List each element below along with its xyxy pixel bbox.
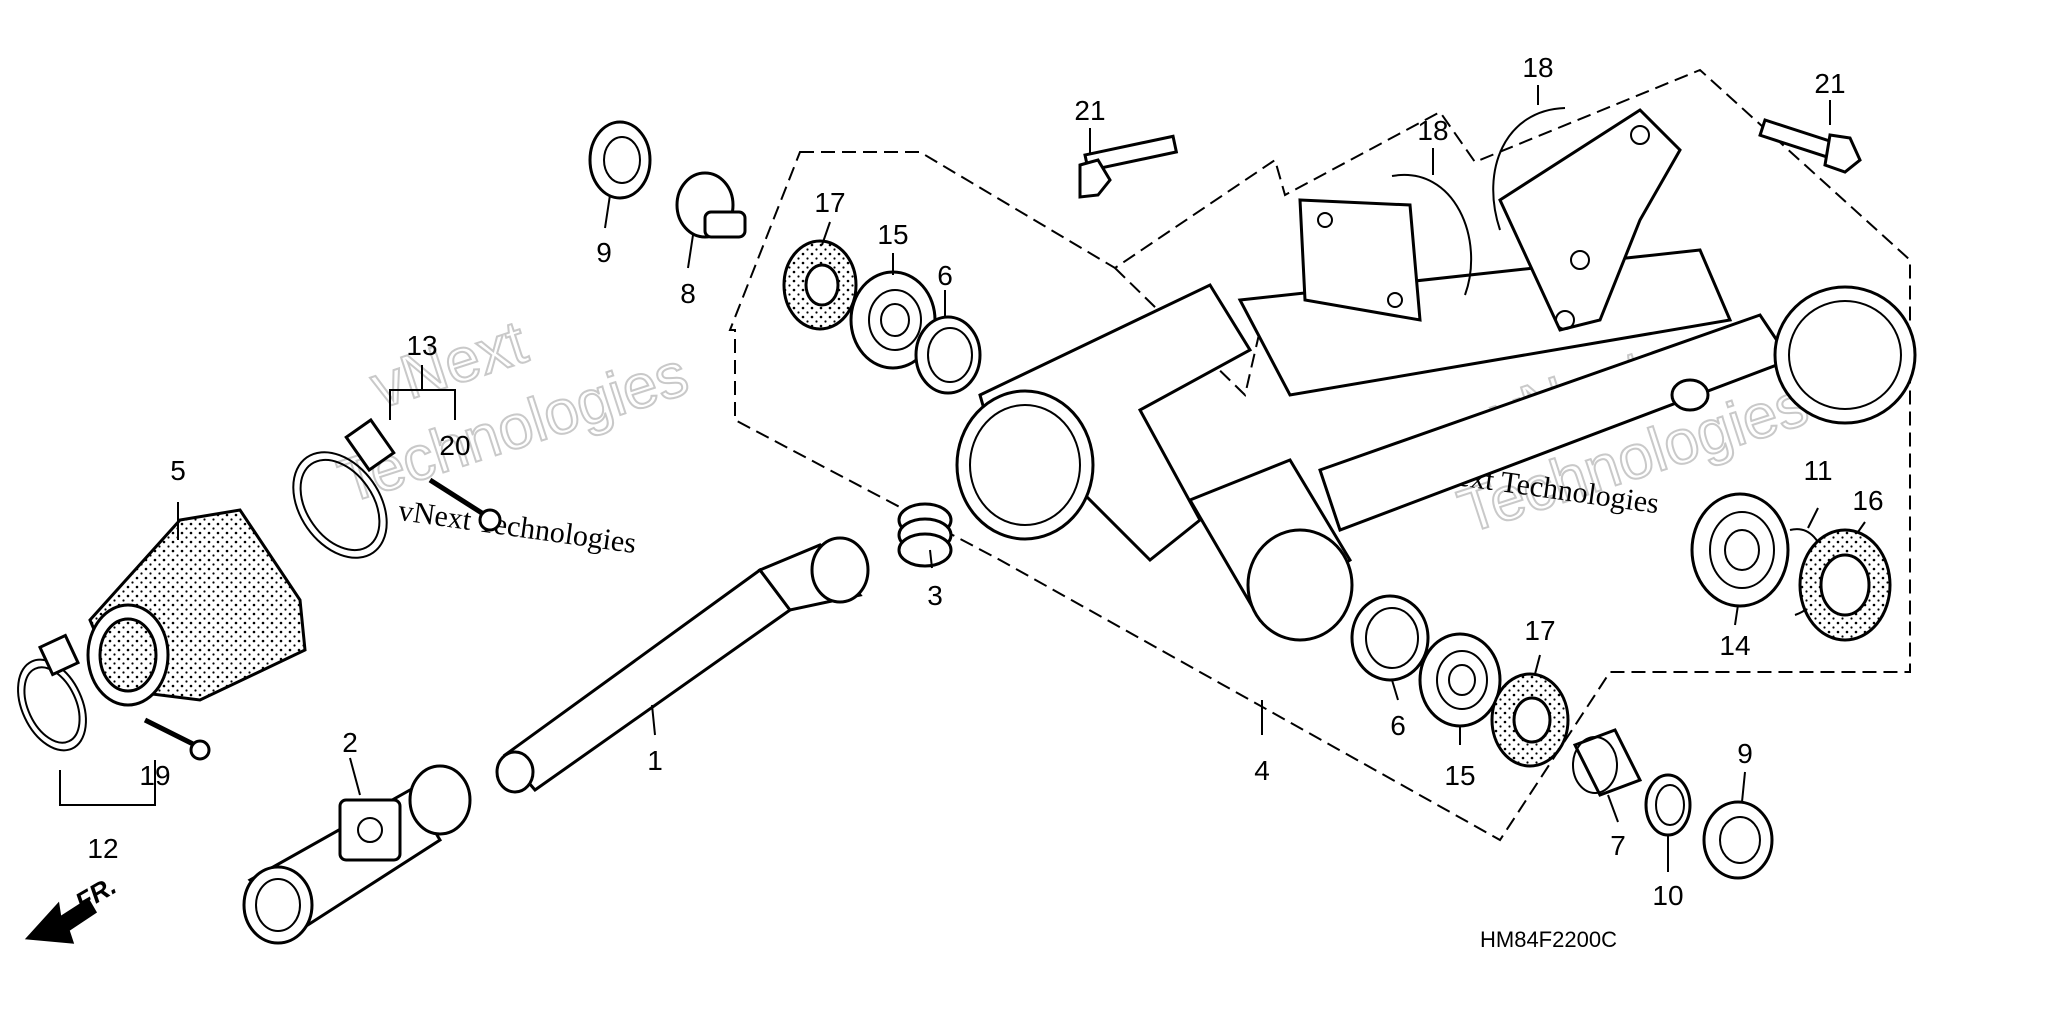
callout-15-bottom: 15 xyxy=(1444,760,1475,791)
callout-14: 14 xyxy=(1719,630,1750,661)
callout-2: 2 xyxy=(342,727,358,758)
callout-21-right: 21 xyxy=(1814,68,1845,99)
callout-17-bottom: 17 xyxy=(1524,615,1555,646)
plug-8 xyxy=(675,171,747,239)
callout-4: 4 xyxy=(1254,755,1270,786)
bearing-14 xyxy=(1690,492,1790,608)
coupling-spring-3 xyxy=(897,502,953,568)
bearing-17-bottom xyxy=(1490,672,1570,768)
bearing-15-top xyxy=(849,270,937,370)
assembly-outline-4-inner xyxy=(1114,267,1261,397)
bolt-21-right xyxy=(1758,118,1862,174)
callout-15-top: 15 xyxy=(877,219,908,250)
callout-9-top: 9 xyxy=(596,237,612,268)
seal-16 xyxy=(1798,528,1892,642)
callout-1: 1 xyxy=(647,745,663,776)
callout-3: 3 xyxy=(927,580,943,611)
swingarm-body xyxy=(955,108,1917,642)
boot-band-13 xyxy=(292,417,396,559)
boot-band-12 xyxy=(17,633,87,752)
seal-9-bottom xyxy=(1702,800,1774,880)
callout-18-right: 18 xyxy=(1522,52,1553,83)
snap-ring-18-left xyxy=(1391,173,1473,296)
watermark-small-left: vNext Technologies xyxy=(396,494,638,560)
boot-5 xyxy=(86,508,307,707)
callout-13: 13 xyxy=(406,330,437,361)
snap-ring-18-right xyxy=(1492,107,1566,231)
screw-19 xyxy=(143,717,211,761)
callout-6-top: 6 xyxy=(937,260,953,291)
universal-joint-2 xyxy=(242,764,472,945)
dust-boot-7 xyxy=(1572,728,1643,797)
bolt-21-left xyxy=(1078,134,1179,199)
callout-6-bottom: 6 xyxy=(1390,710,1406,741)
screw-20 xyxy=(428,477,502,532)
callout-12: 12 xyxy=(87,833,118,864)
assembly-outline-4 xyxy=(728,68,1911,842)
leader-lines xyxy=(59,85,1866,872)
callout-8: 8 xyxy=(680,278,696,309)
callout-19: 19 xyxy=(139,760,170,791)
bearing-17-top xyxy=(782,239,858,331)
callout-7: 7 xyxy=(1610,830,1626,861)
callout-16: 16 xyxy=(1852,485,1883,516)
callout-18-left: 18 xyxy=(1417,115,1448,146)
callout-labels: 9 8 17 15 6 3 1 2 5 13 20 19 12 21 21 18… xyxy=(87,52,1883,911)
callout-5: 5 xyxy=(170,455,186,486)
diagram-code: HM84F2200C xyxy=(1480,927,1617,952)
callout-11: 11 xyxy=(1803,455,1832,486)
seal-9-top xyxy=(588,120,652,200)
callout-20: 20 xyxy=(439,430,470,461)
seal-6-bottom xyxy=(1350,594,1430,682)
seal-6-top xyxy=(914,315,982,395)
callout-21-left: 21 xyxy=(1074,95,1105,126)
watermark-left: vNext Technologies xyxy=(330,307,698,518)
callout-10: 10 xyxy=(1652,880,1683,911)
drive-shaft-1 xyxy=(495,536,870,794)
callout-17-top: 17 xyxy=(814,187,845,218)
callout-9-bottom: 9 xyxy=(1737,738,1753,769)
bearing-15-bottom xyxy=(1418,632,1502,728)
front-direction-arrow: FR. xyxy=(24,870,121,944)
ring-10 xyxy=(1644,773,1692,837)
